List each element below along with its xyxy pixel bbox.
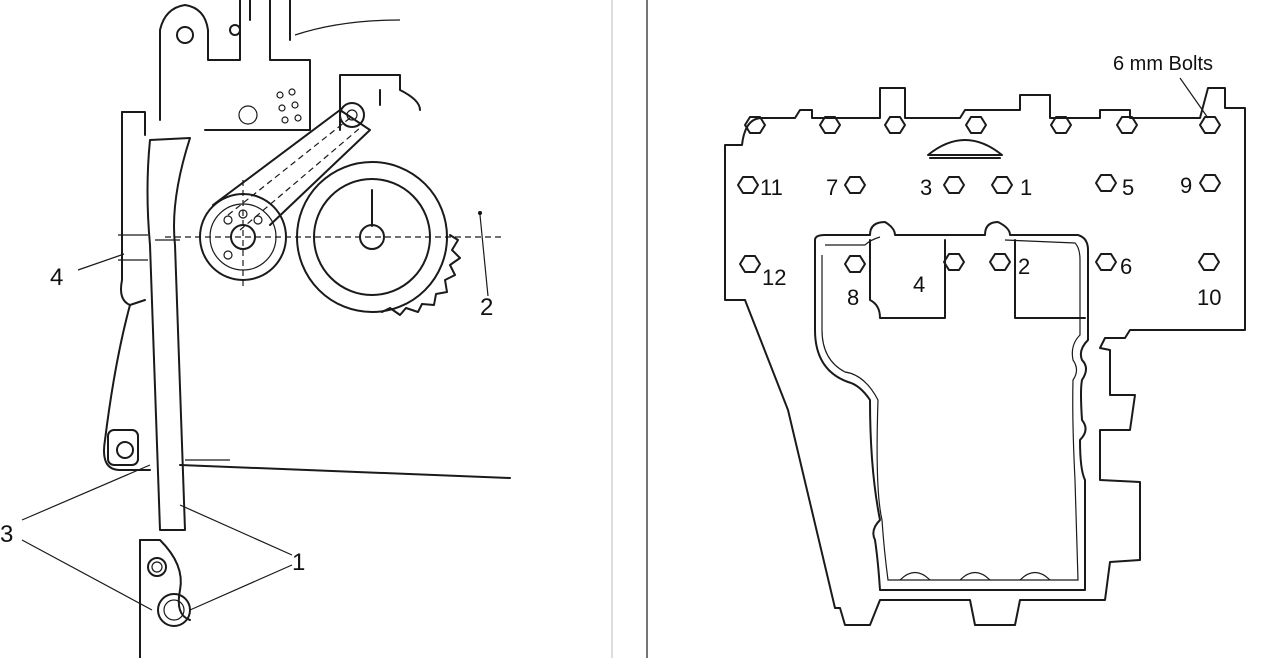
callout-4: 4 xyxy=(50,264,63,291)
bolt-label-11: 11 xyxy=(760,175,783,200)
bolt-9-hex xyxy=(1199,174,1221,192)
bolt-1-hex xyxy=(991,176,1013,194)
bolt-6-hex xyxy=(1095,253,1117,271)
bolt-8-hex xyxy=(844,255,866,273)
left-diagram: 4 2 3 1 xyxy=(0,0,511,658)
bolt-label-5: 5 xyxy=(1122,175,1134,200)
bolt-label-8: 8 xyxy=(847,285,859,310)
bolt-label-12: 12 xyxy=(762,265,786,290)
callout-3: 3 xyxy=(0,521,13,548)
callout-1: 1 xyxy=(292,549,305,576)
bolt-label-6: 6 xyxy=(1120,254,1132,279)
bolt-3-hex xyxy=(943,176,965,194)
numbered-bolts xyxy=(737,174,1221,273)
bolt-label-9: 9 xyxy=(1180,173,1192,198)
bolt-label-10: 10 xyxy=(1197,285,1221,310)
bolt-2-hex xyxy=(989,253,1011,271)
bolt-label-1: 1 xyxy=(1020,175,1032,200)
bolt-4-hex xyxy=(943,253,965,271)
bolt-caption: 6 mm Bolts xyxy=(1113,53,1213,75)
bolt-12-hex xyxy=(739,255,761,273)
perimeter-bolts xyxy=(744,116,1221,134)
bolt-7-hex xyxy=(844,176,866,194)
callout-2: 2 xyxy=(480,294,493,321)
bolt-label-7: 7 xyxy=(826,175,838,200)
right-diagram: 11 7 3 1 5 9 12 8 4 2 6 10 6 mm Bolts xyxy=(724,53,1246,626)
bolt-11-hex xyxy=(737,176,759,194)
bolt-10-hex xyxy=(1198,253,1220,271)
bolt-5-hex xyxy=(1095,174,1117,192)
bolt-label-4: 4 xyxy=(913,272,925,297)
bolt-label-3: 3 xyxy=(920,175,932,200)
bolt-label-2: 2 xyxy=(1018,254,1030,279)
